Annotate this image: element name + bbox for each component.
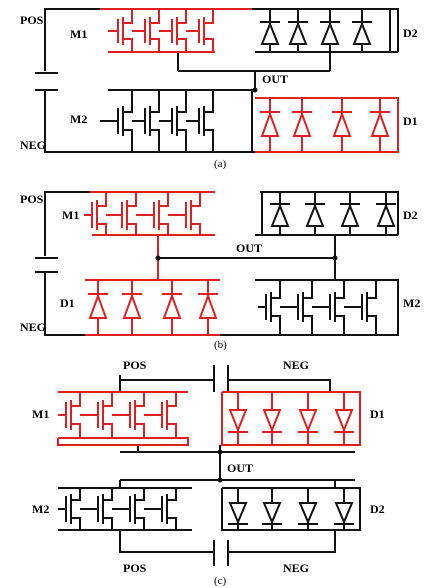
panel-b-d1-array [85, 258, 220, 336]
panel-a-m1-label: M1 [70, 27, 87, 41]
panel-b-out-node-left [155, 255, 161, 261]
panel-b-m2-array [258, 280, 377, 335]
panel-a-out-node [252, 87, 258, 93]
panel-c-wires [119, 365, 355, 566]
panel-c: POS NEG M1 D1 OUT M2 D2 POS NEG (c) [32, 358, 385, 587]
panel-b-m1-label: M1 [62, 208, 79, 222]
panel-c-out-node-bottom [217, 477, 223, 483]
panel-c-m2-array [58, 480, 192, 531]
panel-a-d2-array [260, 9, 391, 52]
panel-c-out-label: OUT [227, 461, 253, 475]
panel-c-caption: (c) [214, 575, 227, 587]
panel-b-m2-label: M2 [403, 296, 420, 310]
panel-c-d1-array [221, 391, 361, 446]
panel-a-wires [35, 8, 399, 153]
panel-c-m1-label: M1 [32, 407, 49, 421]
panel-b-d2-array [261, 192, 396, 235]
panel-b-m1-array [84, 191, 215, 258]
panel-a-d1-array [255, 97, 399, 153]
panel-a-neg-label: NEG [20, 138, 46, 152]
panel-b-out-node-right [332, 255, 338, 261]
panel-a-m1-array [100, 8, 252, 53]
panel-c-m2-label: M2 [32, 502, 49, 516]
panel-c-neg-top-label: NEG [283, 358, 309, 372]
panel-a-pos-label: POS [20, 13, 44, 27]
panel-a-caption: (a) [214, 158, 227, 170]
panel-c-d1-label: D1 [370, 407, 385, 421]
panel-a-d2-label: D2 [403, 26, 418, 40]
panel-c-m1-array [57, 391, 189, 446]
panel-c-d2-array [221, 480, 361, 531]
panel-c-out-node-top [217, 449, 223, 455]
panel-b-pos-label: POS [20, 192, 44, 206]
panel-c-d2-label: D2 [370, 502, 385, 516]
panel-c-pos-top-label: POS [123, 358, 147, 372]
panel-b-d2-label: D2 [403, 208, 418, 222]
panel-a: POS NEG M1 M2 D2 D1 OUT (a) [20, 8, 418, 170]
panel-b-caption: (b) [214, 339, 227, 351]
panel-b-wires [35, 191, 399, 336]
panel-b: POS NEG M1 D1 D2 M2 OUT (b) [20, 191, 420, 351]
panel-a-m2-array [100, 90, 214, 152]
panel-b-neg-label: NEG [20, 320, 46, 334]
panel-b-out-label: OUT [236, 241, 262, 255]
panel-c-pos-bottom-label: POS [123, 561, 147, 575]
panel-b-d1-label: D1 [60, 296, 75, 310]
panel-c-neg-bottom-label: NEG [283, 561, 309, 575]
panel-a-out-label: OUT [262, 72, 288, 86]
panel-a-d1-label: D1 [403, 114, 418, 128]
panel-a-m2-label: M2 [70, 112, 87, 126]
